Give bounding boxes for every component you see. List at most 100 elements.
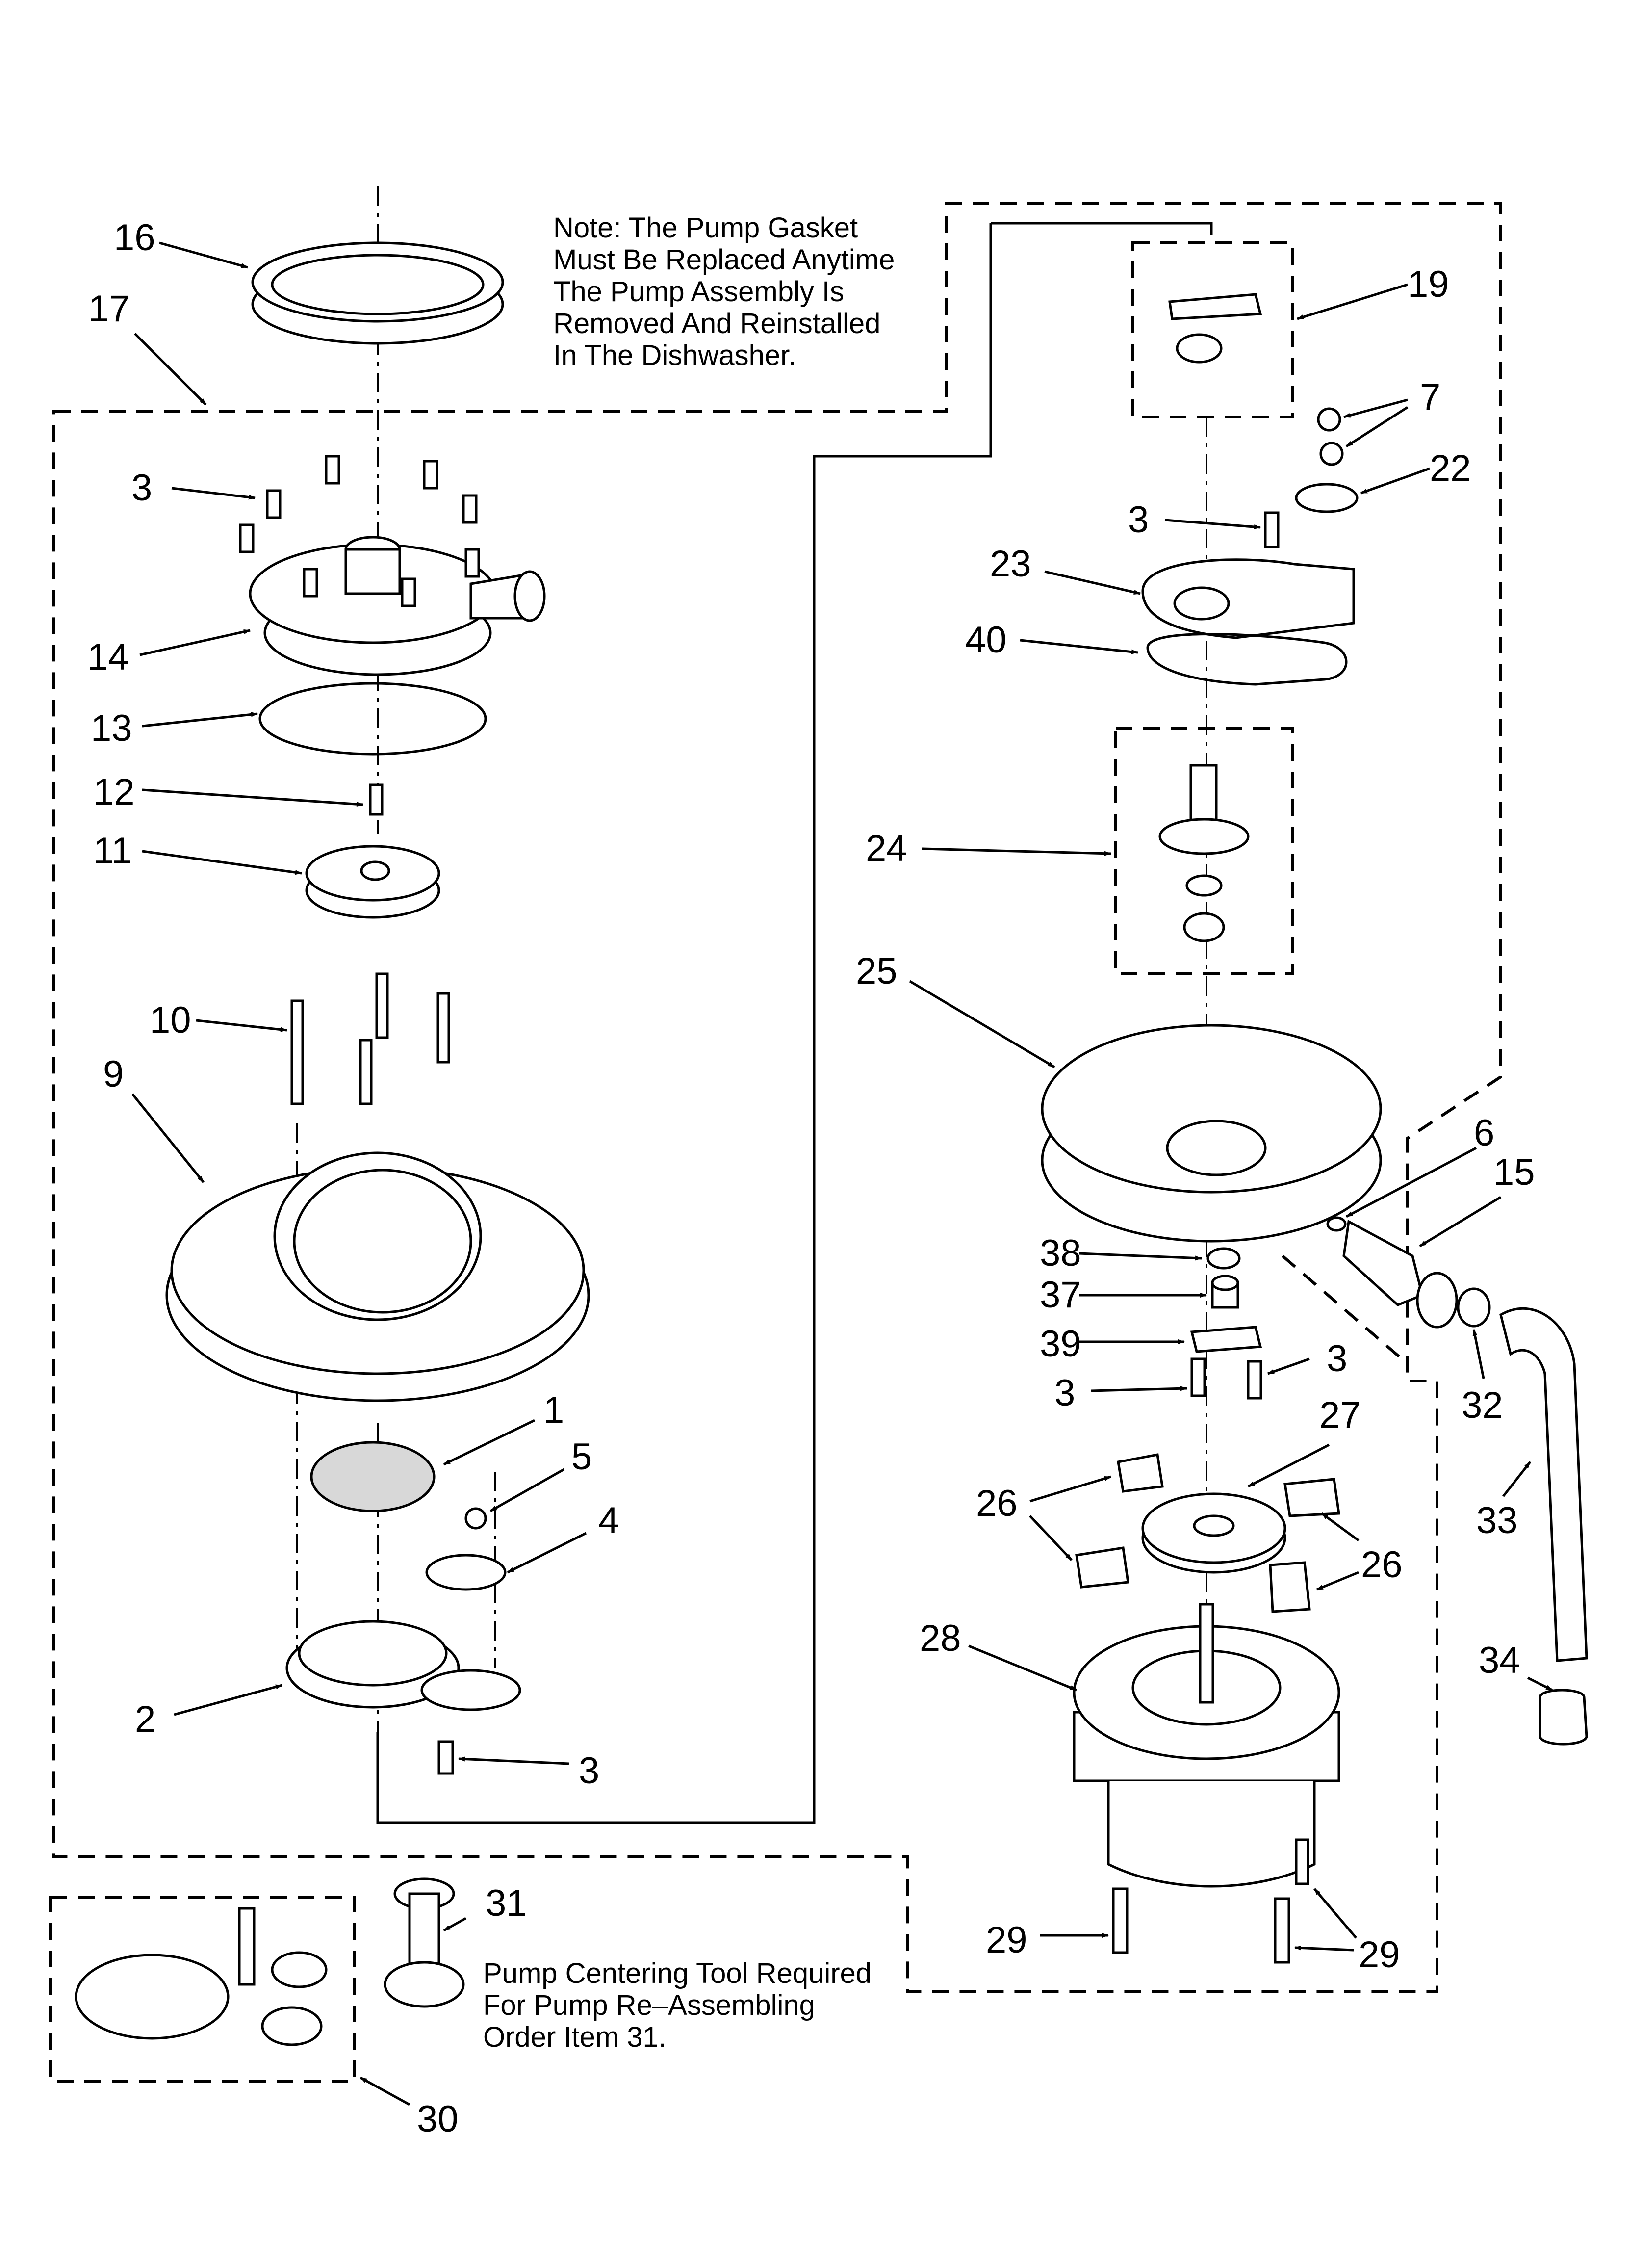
check-ball-part	[464, 1507, 487, 1530]
callout-3: 3	[579, 1750, 599, 1792]
callout-3: 3	[1128, 499, 1149, 541]
pump-body-part	[165, 1151, 590, 1402]
callout-29: 29	[1359, 1934, 1400, 1976]
bearing-37-part	[1211, 1275, 1239, 1309]
callout-28: 28	[920, 1617, 961, 1659]
drain-valve-part	[1342, 1220, 1458, 1329]
callout-26: 26	[1361, 1544, 1403, 1586]
callout-33: 33	[1476, 1500, 1518, 1541]
leader-40	[1020, 639, 1138, 654]
callout-26: 26	[976, 1483, 1018, 1524]
kit-parts	[75, 1907, 328, 2046]
callout-9: 9	[103, 1053, 124, 1095]
callout-1: 1	[543, 1389, 564, 1431]
leader-24	[922, 847, 1111, 856]
motor-screw-left-part	[1112, 1887, 1129, 1954]
leader-7a	[1343, 398, 1408, 418]
leader-7b	[1345, 406, 1409, 448]
leader-11	[142, 850, 302, 875]
leader-3c	[1164, 519, 1261, 529]
leader-29b	[1294, 1945, 1354, 1952]
callout-4: 4	[598, 1500, 619, 1541]
leader-26b	[1029, 1515, 1073, 1561]
ball-7-upper	[1317, 407, 1341, 432]
pump-gasket-part	[251, 241, 504, 345]
leader-17	[134, 333, 207, 406]
callout-25: 25	[856, 950, 898, 992]
callout-30: 30	[417, 2098, 459, 2140]
group-24-boundary	[1114, 727, 1294, 975]
note-line: For Pump Re–Assembling	[483, 1989, 815, 2021]
leader-1	[443, 1419, 536, 1466]
callout-34: 34	[1479, 1640, 1520, 1681]
screw-3-right-part	[1247, 1360, 1262, 1400]
leader-4	[507, 1532, 587, 1574]
callout-22: 22	[1430, 447, 1471, 489]
callout-17: 17	[88, 288, 130, 330]
note-line: Must Be Replaced Anytime	[553, 244, 895, 276]
hose-clamp-part	[1457, 1287, 1491, 1328]
screw-3-left-part	[1190, 1357, 1206, 1397]
motor-disc-part	[1141, 1492, 1286, 1574]
note-line: The Pump Assembly Is	[553, 276, 845, 308]
diverter-gasket-part	[1146, 633, 1348, 686]
leader-28	[968, 1644, 1077, 1692]
note-line: Order Item 31.	[483, 2021, 667, 2053]
leader-15	[1419, 1196, 1502, 1248]
callout-6: 6	[1474, 1112, 1494, 1154]
leader-27	[1247, 1443, 1330, 1488]
leader-30	[359, 2076, 410, 2106]
leader-3b	[458, 1756, 569, 1765]
callout-7: 7	[1420, 376, 1440, 418]
centering-tool-part	[384, 1877, 465, 2008]
diverter-screw-part	[1264, 511, 1280, 548]
leader-26d	[1316, 1571, 1359, 1591]
centering-tool-note: Pump Centering Tool Required For Pump Re…	[483, 1957, 872, 2053]
leader-16	[159, 241, 248, 269]
callout-38: 38	[1040, 1232, 1081, 1274]
drain-hose-part	[1499, 1307, 1588, 1662]
callout-11: 11	[93, 830, 132, 872]
note-line: In The Dishwasher.	[553, 339, 796, 371]
callout-40: 40	[965, 619, 1007, 661]
o-ring-6-part	[1326, 1216, 1347, 1232]
filter-screen-part	[310, 1441, 436, 1512]
impeller-part	[305, 845, 440, 919]
o-ring-part	[258, 682, 487, 756]
impeller-screw-part	[369, 783, 384, 816]
leader-34	[1527, 1676, 1553, 1692]
callout-32: 32	[1462, 1384, 1503, 1426]
diverter-lever-part	[1168, 293, 1262, 364]
leader-3a	[171, 487, 256, 500]
leader-9	[131, 1093, 205, 1183]
motor-part	[1073, 1603, 1340, 1888]
diverter-housing-part	[1141, 558, 1355, 639]
note-line: Note: The Pump Gasket	[553, 212, 858, 244]
leader-26a	[1029, 1475, 1111, 1503]
callout-27: 27	[1319, 1394, 1361, 1436]
check-seal-part	[425, 1554, 507, 1591]
leader-25	[909, 980, 1055, 1069]
callout-29: 29	[986, 1919, 1027, 1961]
leader-31	[443, 1917, 467, 1932]
wash-arm-shaft-part	[1158, 764, 1250, 942]
callout-23: 23	[990, 543, 1031, 585]
callout-numbers: 16 17 3 14 13 12 11 10 9 1 5 4 2 3 31 30…	[87, 217, 1535, 2140]
motor-screw-top-part	[1295, 1838, 1309, 1885]
kit-30-boundary	[49, 1896, 356, 2083]
pump-housing-part	[249, 536, 546, 676]
leader-19	[1297, 283, 1408, 320]
long-screws-part	[290, 972, 450, 1105]
housing-screws-part	[239, 455, 480, 607]
leader-26c	[1321, 1512, 1360, 1542]
group-19-boundary	[1131, 241, 1294, 418]
leader-6	[1345, 1147, 1477, 1218]
callout-13: 13	[91, 707, 132, 749]
leader-10	[196, 1019, 287, 1032]
callout-19: 19	[1408, 263, 1449, 305]
leader-29c	[1313, 1888, 1357, 1939]
callout-2: 2	[135, 1698, 155, 1740]
chopper-screw-part	[437, 1740, 454, 1775]
seal-22-part	[1295, 483, 1359, 513]
